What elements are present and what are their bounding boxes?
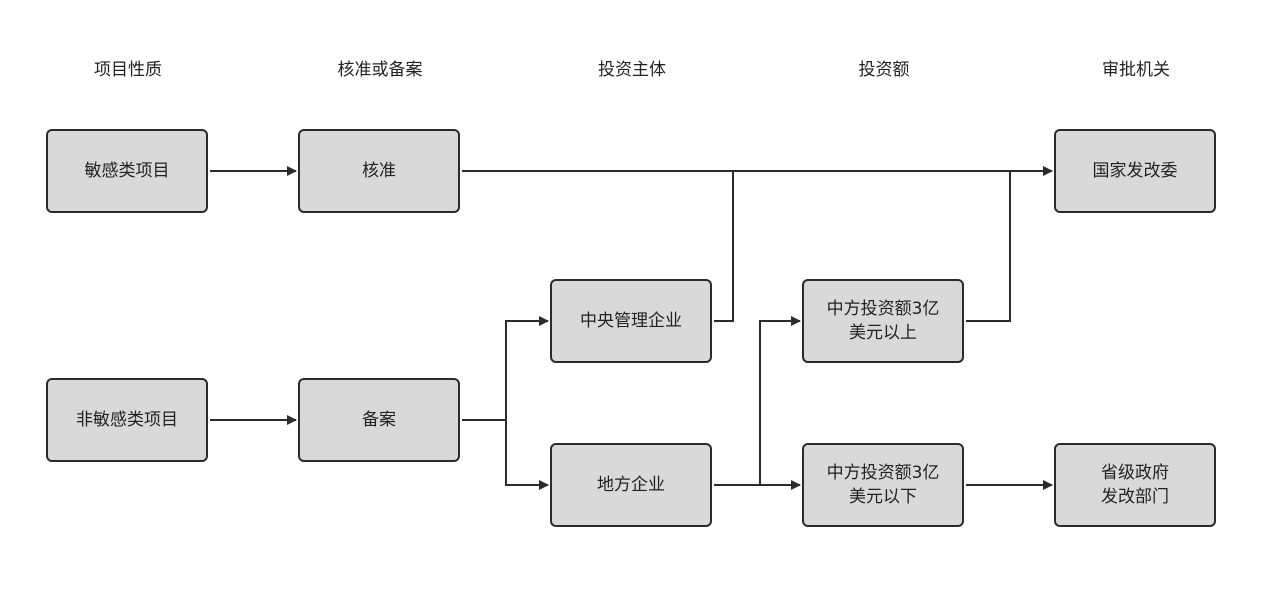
node-label: 中方投资额3亿 美元以下 xyxy=(826,463,940,507)
node-filing: 备案 xyxy=(298,378,460,462)
header-investment-amount: 投资额 xyxy=(858,60,910,80)
node-local-enterprise: 地方企业 xyxy=(550,443,712,527)
node-label: 国家发改委 xyxy=(1092,161,1178,181)
node-label: 中方投资额3亿 美元以上 xyxy=(826,299,940,343)
node-label: 地方企业 xyxy=(597,475,665,495)
edge-filing-to-local xyxy=(505,420,549,490)
edge-local-to-over xyxy=(759,316,801,485)
edge-filing-to-central xyxy=(505,316,549,420)
node-label: 省级政府 发改部门 xyxy=(1101,463,1169,507)
node-label: 敏感类项目 xyxy=(84,161,170,181)
node-provincial-authority: 省级政府 发改部门 xyxy=(1054,443,1216,527)
edge-central-to-ndrc xyxy=(714,171,734,322)
header-investor: 投资主体 xyxy=(598,60,666,80)
node-central-enterprise: 中央管理企业 xyxy=(550,279,712,363)
header-approval-or-filing: 核准或备案 xyxy=(337,60,423,80)
node-label: 核准 xyxy=(362,161,396,181)
node-sensitive-project: 敏感类项目 xyxy=(46,129,208,213)
node-ndrc: 国家发改委 xyxy=(1054,129,1216,213)
node-under-300m: 中方投资额3亿 美元以下 xyxy=(802,443,964,527)
node-label: 备案 xyxy=(362,410,396,430)
node-over-300m: 中方投资额3亿 美元以上 xyxy=(802,279,964,363)
edge-over-to-ndrc xyxy=(966,171,1011,322)
node-approval: 核准 xyxy=(298,129,460,213)
node-non-sensitive-project: 非敏感类项目 xyxy=(46,378,208,462)
node-label: 非敏感类项目 xyxy=(76,410,178,430)
node-label: 中央管理企业 xyxy=(580,311,682,331)
header-approval-authority: 审批机关 xyxy=(1102,60,1170,80)
header-project-nature: 项目性质 xyxy=(94,60,162,80)
